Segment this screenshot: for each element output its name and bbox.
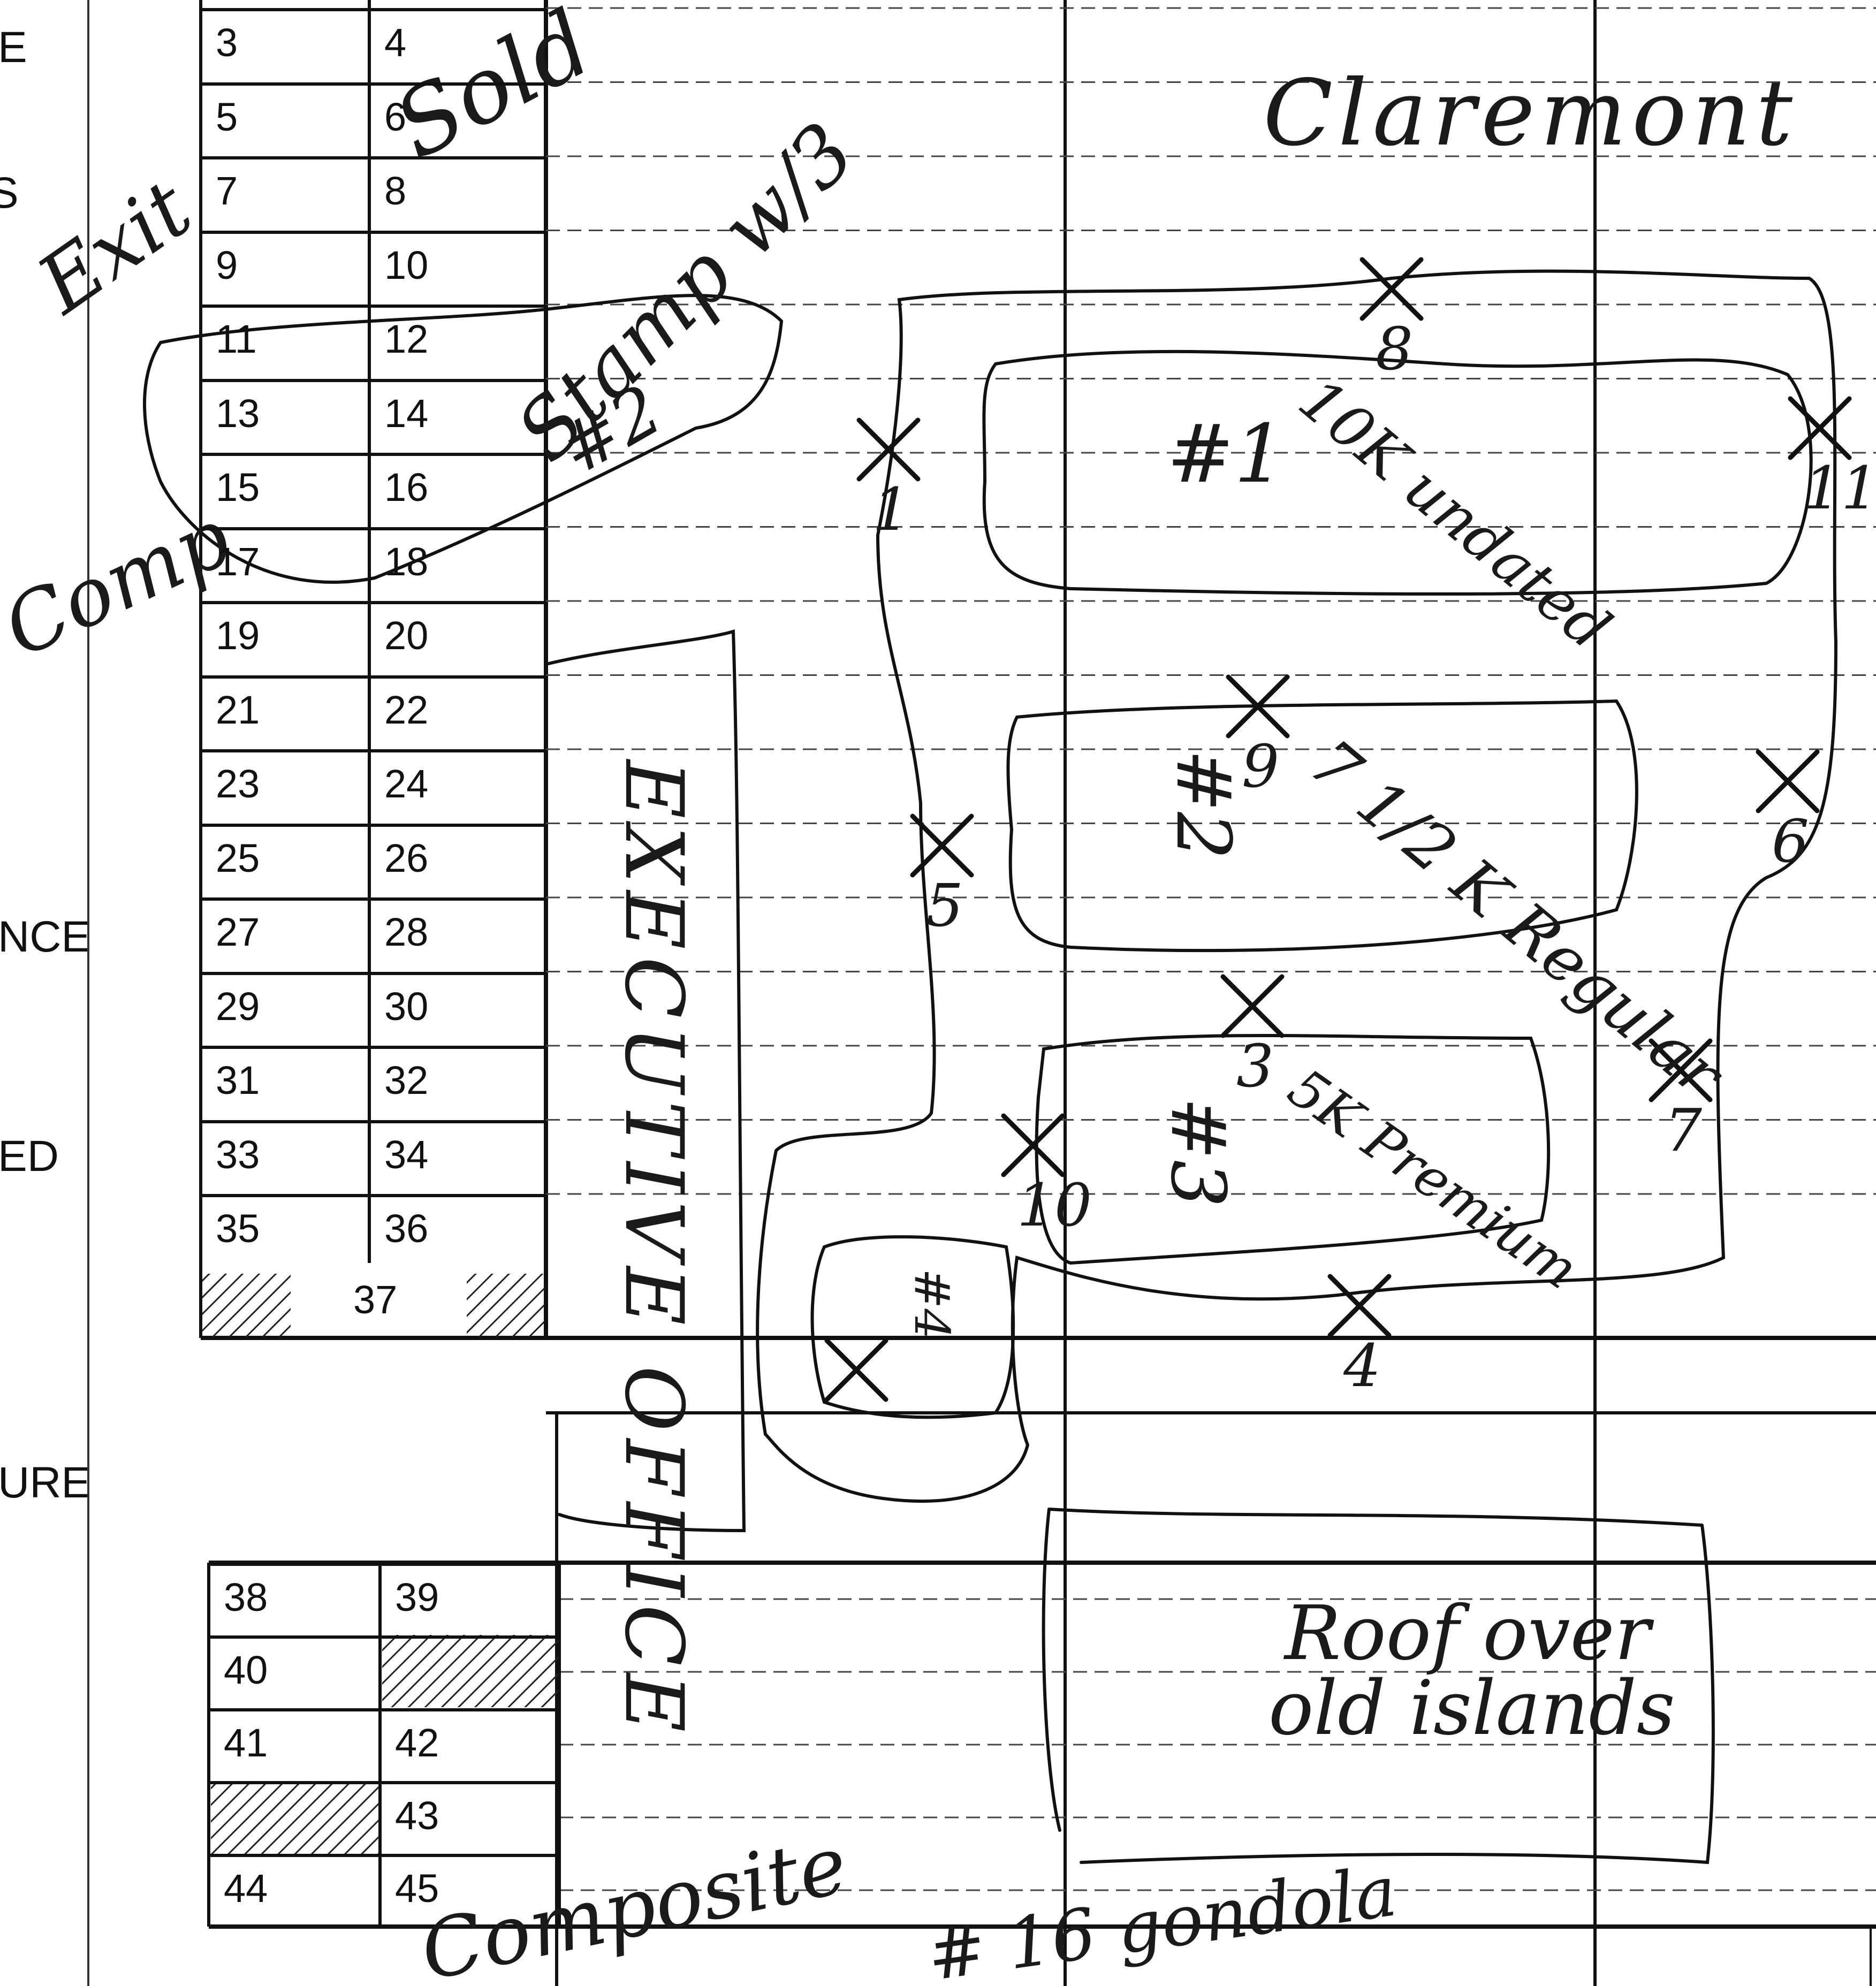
grid-cell-36: 36: [369, 1194, 546, 1268]
grid-cell-4: 4: [369, 8, 546, 82]
marker-number: 6: [1772, 807, 1809, 876]
grid-cell-21: 21: [201, 675, 369, 750]
hw-area-4-number: #4: [903, 1268, 960, 1340]
hw-gondola-number: # 16 gondola: [922, 1850, 1401, 1986]
hatched-cell: [202, 1274, 291, 1337]
grid-cell-28: 28: [369, 897, 546, 972]
grid-cell-27: 27: [201, 897, 369, 972]
grid-cell-34: 34: [369, 1120, 546, 1194]
hw-exit: Exit: [20, 162, 208, 332]
x-marker: [1223, 977, 1282, 1036]
hw-area-3-number: #3: [1154, 1097, 1241, 1207]
grid-cell-43: 43: [380, 1781, 559, 1854]
hw-area-1-note: 10K undated: [1286, 365, 1623, 663]
grid-cell-35: 35: [201, 1194, 369, 1268]
grid-cell-23: 23: [201, 749, 369, 824]
x-marker: [827, 1341, 886, 1399]
grid-cell-33: 33: [201, 1120, 369, 1194]
grid-cell-16: 16: [369, 453, 546, 527]
marker-number: 10: [1017, 1171, 1092, 1239]
x-marker: [1790, 399, 1849, 458]
grid-cell-24: 24: [369, 749, 546, 824]
grid-cell-11: 11: [201, 305, 369, 379]
grid-cell-9: 9: [201, 231, 369, 305]
grid-cell-29: 29: [201, 972, 369, 1046]
grid-cell-17: 17: [201, 527, 369, 602]
grid-cell-13: 13: [201, 379, 369, 453]
grid-cell-5: 5: [201, 82, 369, 157]
grid-cell-blank: [380, 1635, 559, 1708]
grid-cell-blank: [209, 1781, 380, 1854]
marker-number: 8: [1376, 315, 1413, 383]
grid-cell-30: 30: [369, 972, 546, 1046]
grid-cell-8: 8: [369, 156, 546, 231]
grid-cell-26: 26: [369, 824, 546, 898]
hw-claremont: Claremont: [1263, 60, 1798, 166]
grid-cell-22: 22: [369, 675, 546, 750]
hw-roof-line-1: Roof over: [1283, 1590, 1654, 1677]
marker-number: 11: [1804, 454, 1876, 522]
marker-number: 7: [1665, 1096, 1702, 1165]
grid-cell-42: 42: [380, 1708, 559, 1781]
grid-cell-15: 15: [201, 453, 369, 527]
grid-cell-31: 31: [201, 1046, 369, 1120]
hw-area-2-note: 7 1/2 K Regular: [1296, 726, 1738, 1114]
x-marker: [1330, 1276, 1389, 1335]
grid-cell-6: 6: [369, 82, 546, 157]
grid-cell-20: 20: [369, 601, 546, 675]
hw-executive-office: EXECUTIVE OFFICE: [607, 758, 700, 1739]
x-marker: [1362, 260, 1421, 318]
grid-cell-25: 25: [201, 824, 369, 898]
grid-cell-41: 41: [209, 1708, 380, 1781]
marker-number: 5: [926, 871, 963, 940]
x-marker: [1758, 752, 1817, 811]
hatched-cell: [467, 1274, 544, 1337]
grid-cell-44: 44: [209, 1854, 380, 1927]
grid-cell-10: 10: [369, 231, 546, 305]
grid-cell-38: 38: [209, 1563, 380, 1635]
grid-cell-3: 3: [201, 8, 369, 82]
hw-area-1-number: #1: [1167, 408, 1285, 501]
marker-number: 9: [1242, 732, 1279, 801]
grid-cell-45: 45: [380, 1854, 559, 1927]
grid-cell-40: 40: [209, 1635, 380, 1708]
grid-cell-14: 14: [369, 379, 546, 453]
marker-number: 1: [872, 475, 910, 544]
x-marker: [1004, 1116, 1062, 1175]
grid-cell-19: 19: [201, 601, 369, 675]
grid-cell-7: 7: [201, 156, 369, 231]
grid-cell-12: 12: [369, 305, 546, 379]
hw-area-2-number: #2: [1159, 749, 1247, 859]
marker-number: 3: [1236, 1032, 1274, 1100]
marker-number: 4: [1343, 1331, 1381, 1400]
grid-cell-18: 18: [369, 527, 546, 602]
grid-cell-39: 39: [380, 1563, 559, 1635]
hw-roof-line-2: old islands: [1269, 1665, 1675, 1752]
grid-cell-32: 32: [369, 1046, 546, 1120]
